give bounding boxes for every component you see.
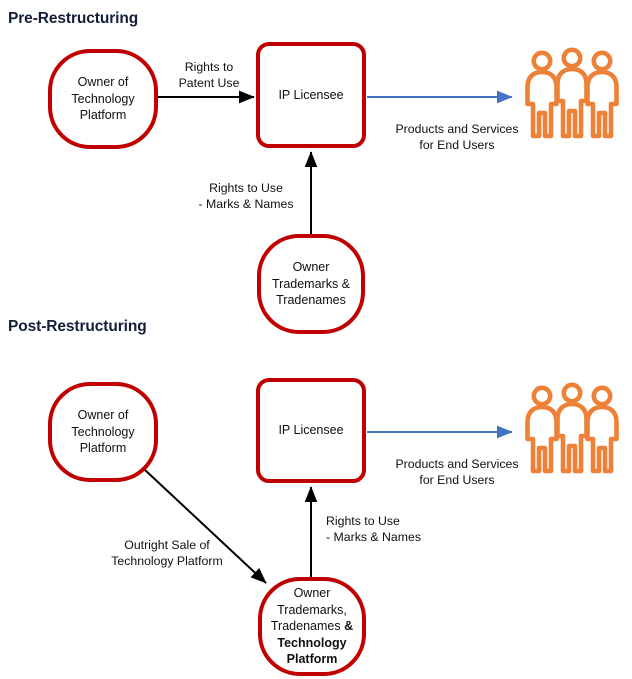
section-title-pre: Pre-Restructuring bbox=[8, 10, 139, 27]
label-patent-rights: Rights to Patent Use bbox=[178, 60, 240, 91]
node-ip-licensee-post-label: IP Licensee bbox=[278, 423, 344, 438]
label-outright-sale: Outright Sale of Technology Platform bbox=[111, 538, 223, 569]
people-group-icon-pre bbox=[522, 47, 622, 152]
node-tech-owner-pre[interactable]: Owner of Technology Platform bbox=[48, 49, 158, 149]
tm-owner-line1: Owner bbox=[293, 585, 331, 600]
node-tech-owner-pre-label: Owner of Technology Platform bbox=[71, 75, 135, 123]
node-ip-licensee-pre[interactable]: IP Licensee bbox=[256, 42, 366, 148]
node-ip-licensee-post[interactable]: IP Licensee bbox=[256, 378, 366, 483]
label-marks-rights-post: Rights to Use - Marks & Names bbox=[326, 514, 421, 545]
label-marks-rights-pre: Rights to Use - Marks & Names bbox=[198, 181, 294, 212]
node-tech-owner-post[interactable]: Owner of Technology Platform bbox=[48, 382, 158, 482]
tm-owner-line2: Trademarks, bbox=[277, 602, 347, 617]
node-ip-licensee-pre-label: IP Licensee bbox=[278, 87, 344, 102]
label-products-pre: Products and Services for End Users bbox=[395, 122, 519, 153]
tm-owner-line3: Tradenames bbox=[270, 619, 345, 634]
tm-owner-bold: & Technology Platform bbox=[277, 619, 354, 667]
node-trademark-owner-pre-label: Owner Trademarks & Tradenames bbox=[271, 260, 351, 308]
people-group-icon-post bbox=[522, 382, 622, 487]
node-trademark-owner-pre[interactable]: Owner Trademarks & Tradenames bbox=[257, 234, 365, 334]
section-title-post: Post-Restructuring bbox=[8, 318, 147, 335]
node-tech-owner-post-label: Owner of Technology Platform bbox=[71, 408, 135, 456]
label-products-post: Products and Services for End Users bbox=[395, 457, 519, 488]
